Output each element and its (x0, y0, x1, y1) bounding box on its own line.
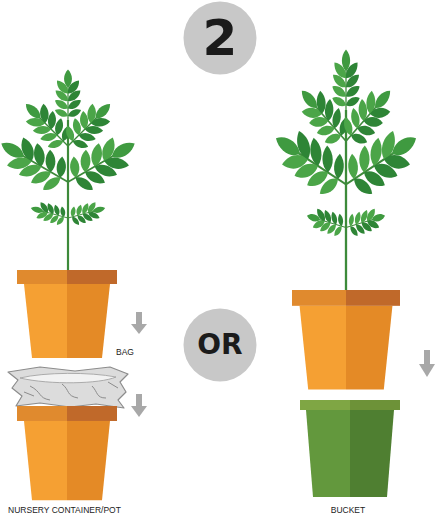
step-text: 2 (203, 13, 238, 63)
nursery-pot (17, 406, 117, 500)
down-arrow (131, 394, 147, 417)
bucket (300, 400, 400, 497)
part-label: NURSERY CONTAINER/POT (0, 506, 129, 515)
plastic-bag (8, 367, 128, 408)
plant (0, 70, 145, 271)
step-text: OR (197, 331, 242, 359)
down-arrow (131, 312, 147, 334)
circle-shape (184, 2, 257, 75)
plant-pot (17, 270, 117, 358)
plant-pot (292, 290, 400, 389)
part-label: BAG (116, 348, 146, 357)
plant (265, 49, 428, 290)
down-arrow (419, 350, 435, 377)
circle-shape (184, 309, 257, 382)
part-label: BUCKET (300, 506, 396, 515)
step-circle: 2 (183, 1, 257, 75)
step-circle: OR (183, 308, 257, 382)
